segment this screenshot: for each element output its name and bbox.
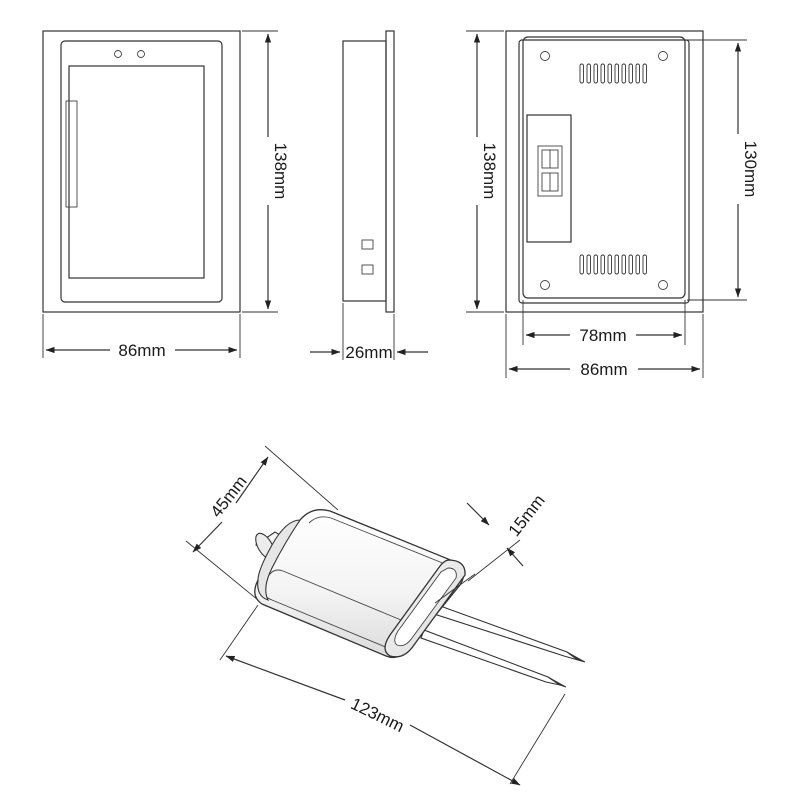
front-height-label: 138mm [271,143,290,200]
vent-slot [614,254,619,275]
probe-end-cap [384,559,466,658]
side-port-upper [361,239,374,250]
vent-slot [579,63,584,84]
vent-slot [614,63,619,84]
front-side-tab [65,100,78,208]
front-bezel [60,40,223,303]
back-inner-height-label: 130mm [741,141,760,198]
vent-slot [621,254,626,275]
vent-slot [635,254,640,275]
probe-pin-lower [420,629,567,688]
probe-body-width-label: 45mm [207,472,251,521]
front-view: 138mm 86mm [42,30,290,360]
vent-slot [628,63,633,84]
back-screw-tr [658,51,668,61]
vent-slot [607,63,612,84]
front-width-label: 86mm [118,341,165,360]
vent-slot [593,63,598,84]
side-body [342,40,387,302]
back-screw-br [658,280,668,290]
vent-slot [642,63,647,84]
back-outer-frame [505,30,704,313]
back-view: 138mm 130mm 78mm 86mm [466,30,760,379]
back-vent-bottom [579,254,647,275]
probe-view: 45mm 15mm 123mm [185,445,586,786]
vent-slot [586,63,591,84]
vent-slot [635,63,640,84]
front-outer-frame [42,30,241,313]
side-port-lower [361,264,374,275]
side-view: 26mm [310,30,428,362]
back-terminal-holder [537,145,563,197]
vent-slot [600,63,605,84]
back-panel [522,36,686,299]
probe-pin-spacing-label: 15mm [505,491,549,540]
vent-slot [628,254,633,275]
probe-pin-upper [427,602,586,663]
back-terminal-block [526,114,572,243]
side-depth-label: 26mm [345,343,392,362]
vent-slot [600,254,605,275]
vent-slot [642,254,647,275]
back-screw-bl [540,280,550,290]
front-led-left [114,50,122,58]
back-height-label: 138mm [480,143,499,200]
probe-length-label: 123mm [348,694,407,736]
side-front-lip [385,30,395,313]
back-vent-top [579,63,647,84]
front-led-right [137,50,145,58]
back-screw-tl [540,51,550,61]
vent-slot [621,63,626,84]
back-inner-width-label: 78mm [579,326,626,345]
probe-left-cap [257,519,302,601]
back-body-shadow [518,39,690,304]
vent-slot [607,254,612,275]
back-width-label: 86mm [580,360,627,379]
vent-slot [579,254,584,275]
front-display-screen [68,65,205,279]
vent-slot [586,254,591,275]
vent-slot [593,254,598,275]
